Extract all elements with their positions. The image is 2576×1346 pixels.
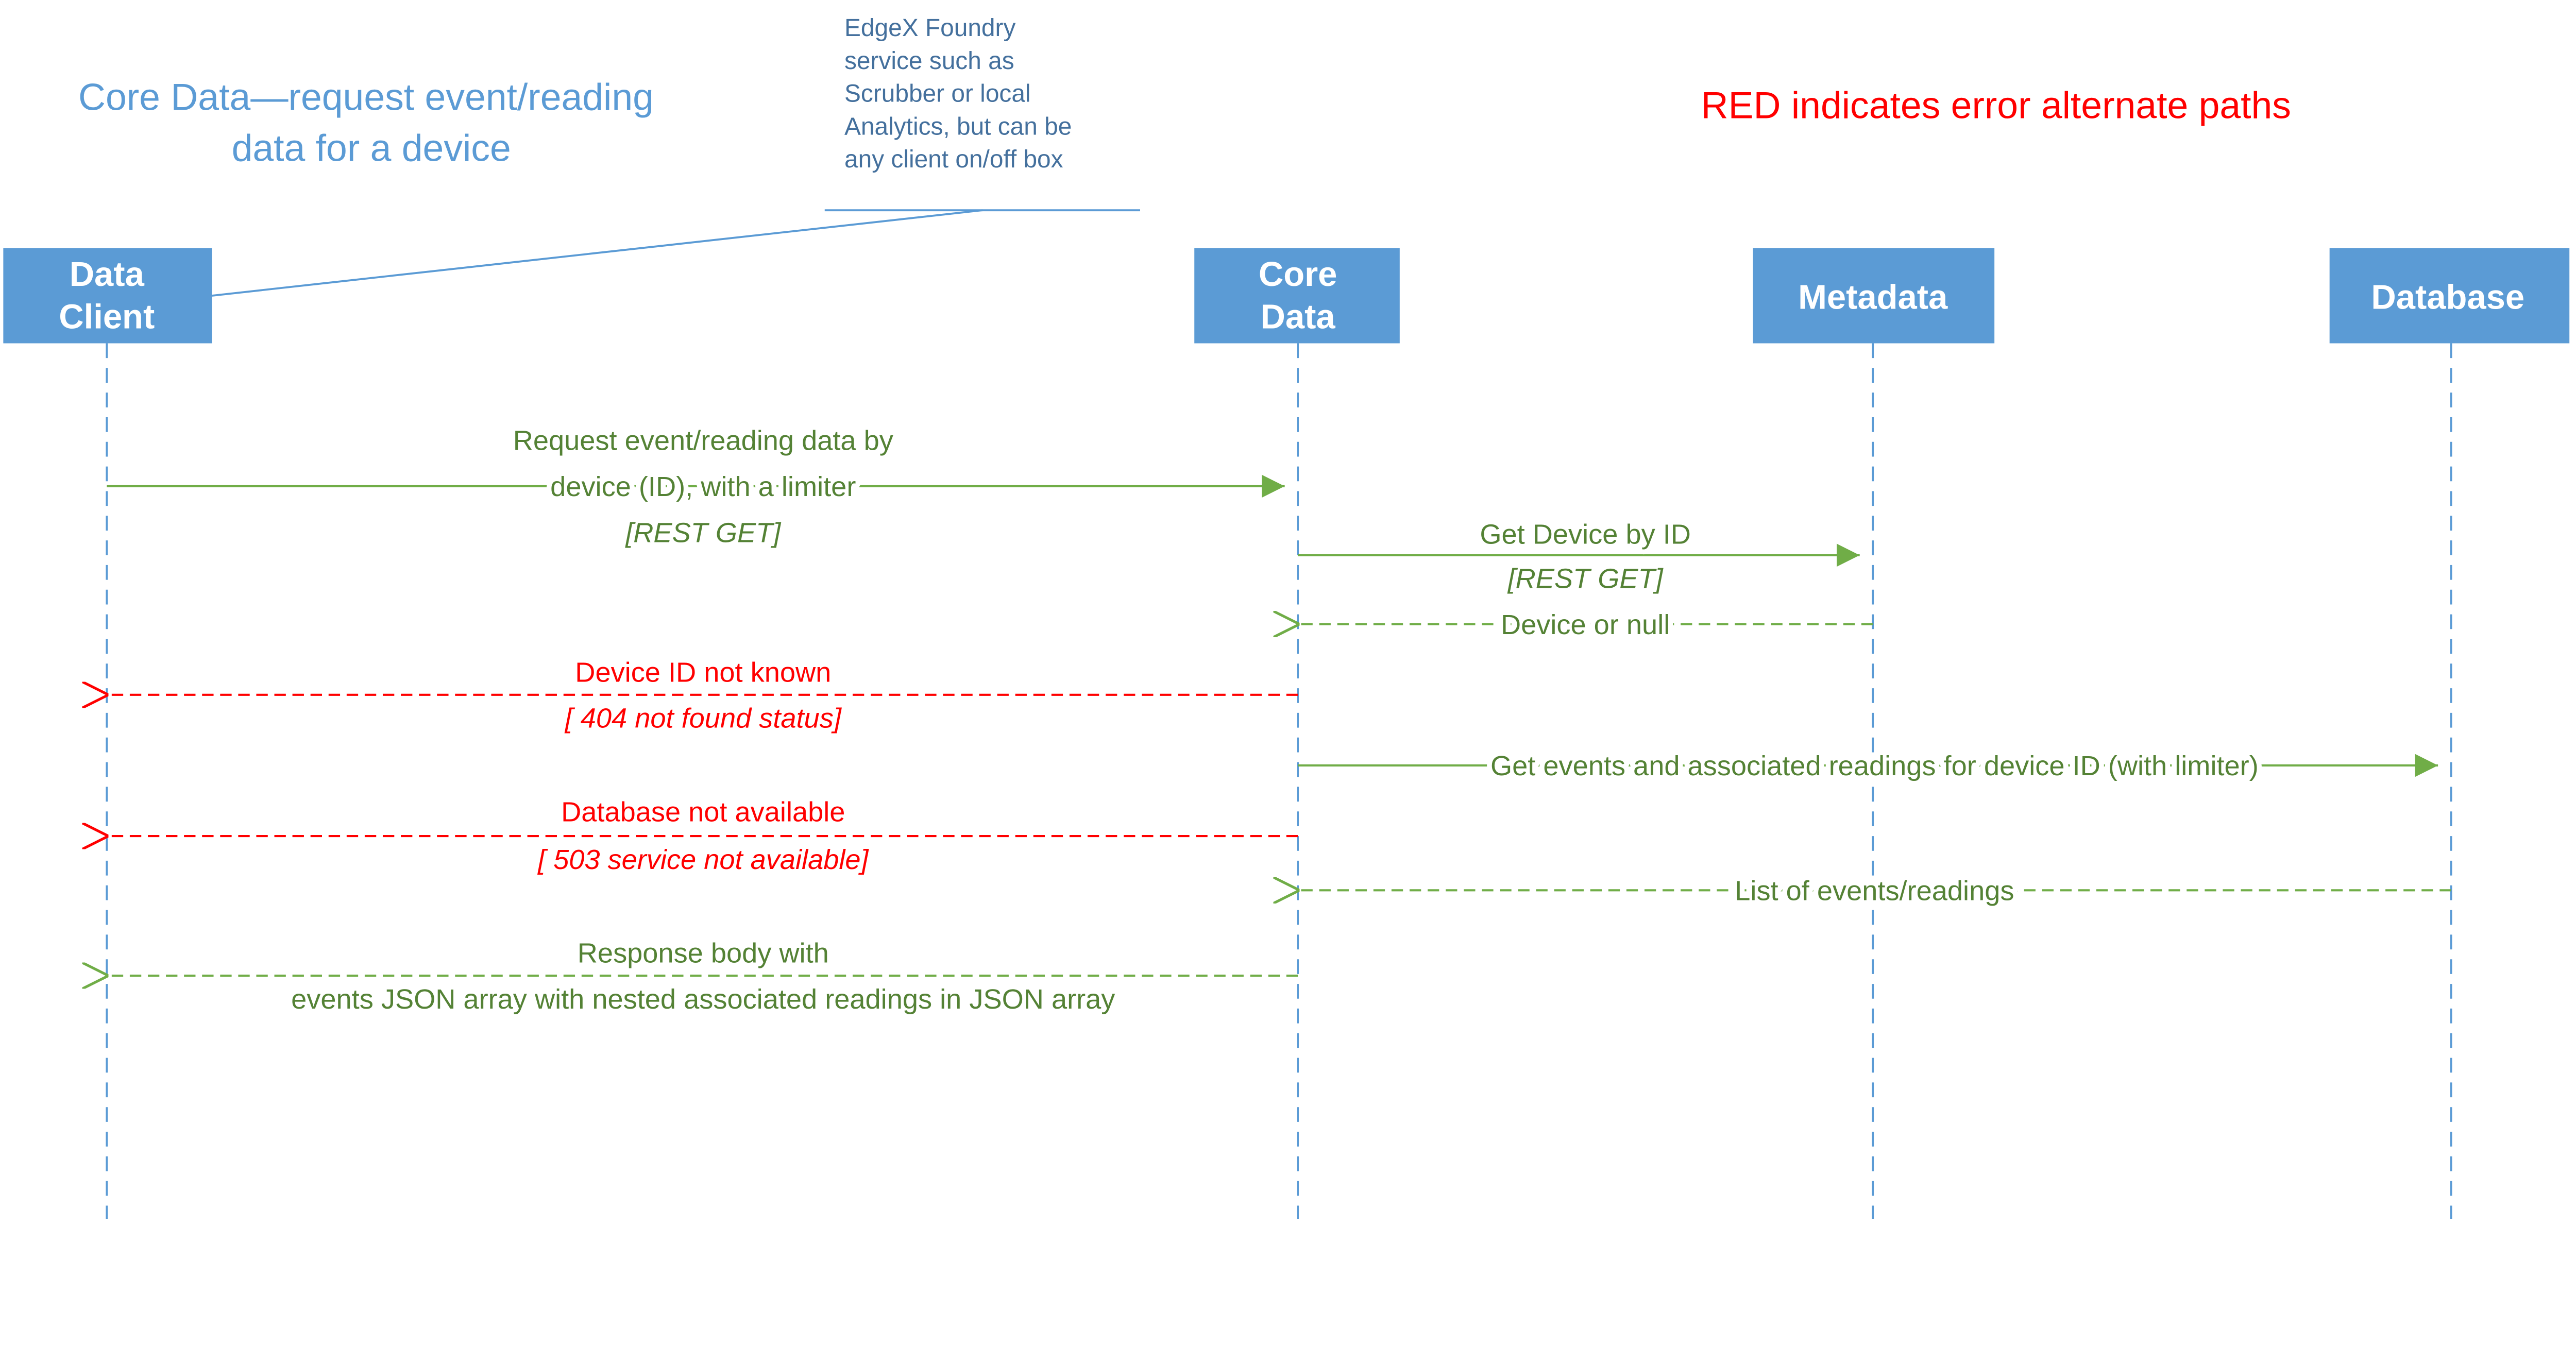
annotation-line: service such as [844,47,1014,75]
legend-note: RED indicates error alternate paths [1701,84,2291,127]
message-device-id-not-known: Device ID not known[ 404 not found statu… [108,652,1298,739]
diagram-title: Core Data—request event/reading data for… [78,76,664,169]
svg-text:EdgeX Foundry service su: EdgeX Foundry service such as Scrubber o… [844,14,1079,173]
svg-text:Database: Database [2371,278,2524,316]
annotation-note: EdgeX Foundry service such as Scrubber o… [212,14,1141,297]
title-line: Core Data—request event/reading [78,76,654,118]
svg-text:Metadata: Metadata [1798,278,1948,316]
svg-text:Get Device by ID[REST GET]: Get Device by ID[REST GET] [1480,519,1691,594]
actor-metadata: Metadata [1753,248,1995,344]
message-device-or-null: Device or null [1299,604,1873,645]
title-line: data for a device [232,127,511,169]
svg-text:Device or null: Device or null [1501,609,1670,640]
message-get-events-readings: Get events and associated readings for d… [1298,746,2438,787]
message-get-device-by-id: Get Device by ID[REST GET] [1298,514,1860,599]
annotation-connector [212,209,983,297]
actor-database: Database [2329,248,2570,344]
message-database-not-available: Database not available[ 503 service not … [108,792,1298,880]
svg-text:Device ID not known[ 404 not f: Device ID not known[ 404 not found statu… [564,657,842,734]
annotation-line: Analytics, but can be [844,113,1072,140]
svg-text:List of events/readings: List of events/readings [1735,875,2014,906]
sequence-diagram: Core Data—request event/reading data for… [3,14,2570,1219]
annotation-line: EdgeX Foundry [844,14,1015,42]
svg-text:Get events and associated read: Get events and associated readings for d… [1490,751,2259,781]
message-list-of-events: List of events/readings [1299,871,2451,911]
annotation-line: Scrubber or local [844,80,1031,108]
svg-text:Database not available[ 503 se: Database not available[ 503 service not … [537,796,870,875]
annotation-line: any client on/off box [844,146,1063,173]
